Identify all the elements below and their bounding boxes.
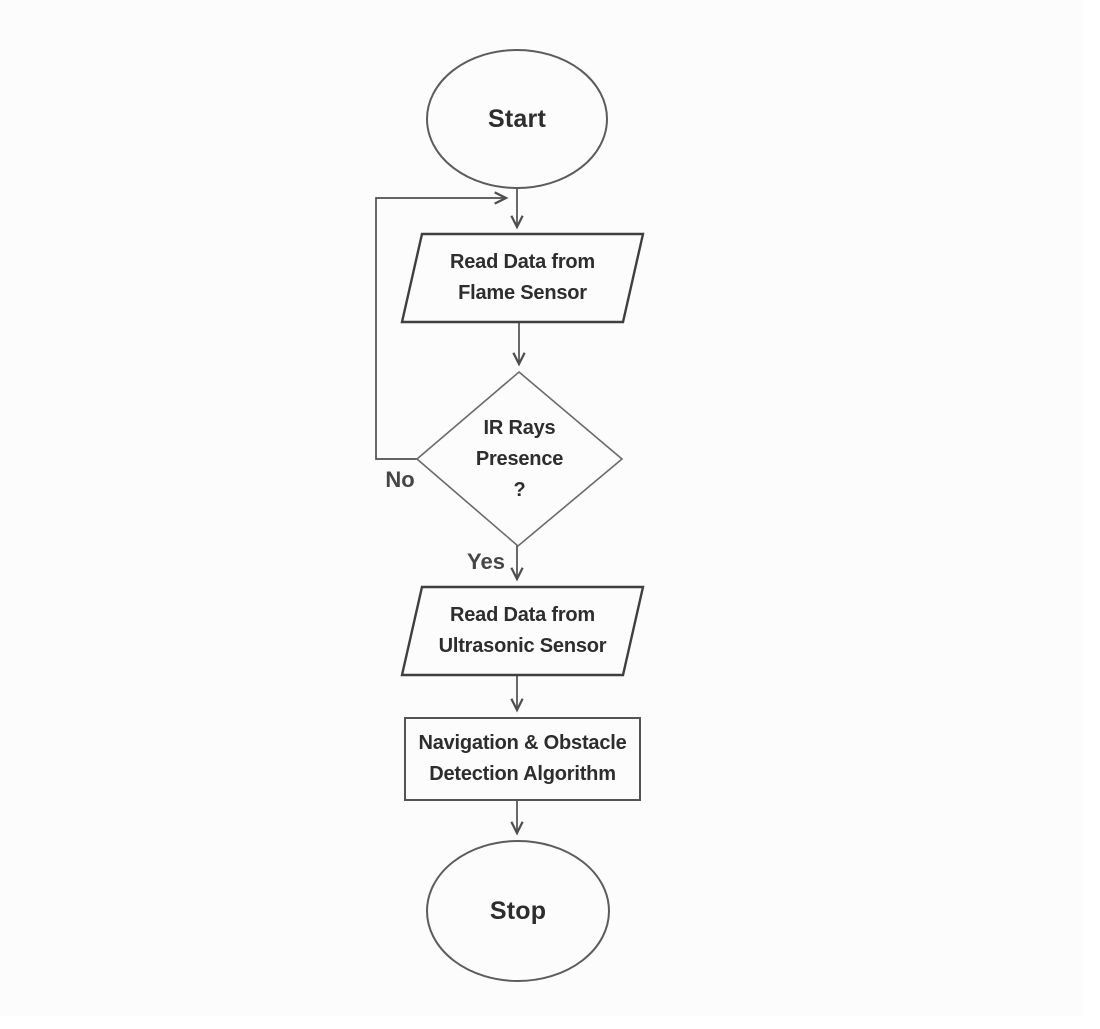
algorithm-process-shape [404,717,641,801]
read-flame-line-2: Flame Sensor [458,282,587,304]
read-ultrasonic-line-1: Read Data from [449,604,595,626]
decision-diamond-shape [415,370,624,548]
ir-decision-line-3: ? [513,479,526,501]
start-node-text: Start [488,104,546,133]
yes-branch-label: Yes [462,548,510,576]
no-branch-text: No [385,467,415,492]
edge-no-loopback [375,198,506,460]
stop-node-label: Stop [427,843,609,979]
ir-decision-line-1: IR Rays [483,417,556,439]
ir-decision-node-label: IR Rays Presence ? [417,413,622,506]
nav-obstacle-line-1: Navigation & Obstacle [418,732,627,754]
read-flame-node-label: Read Data from Flame Sensor [402,240,643,316]
start-terminator-shape [426,49,608,189]
flame-io-shape [400,232,645,324]
read-ultrasonic-node-label: Read Data from Ultrasonic Sensor [402,593,643,669]
stop-terminator-shape [426,840,610,982]
nav-obstacle-node-label: Navigation & Obstacle Detection Algorith… [405,727,640,791]
start-node-label: Start [427,52,607,186]
read-ultrasonic-line-2: Ultrasonic Sensor [438,635,607,657]
nav-obstacle-line-2: Detection Algorithm [429,763,616,785]
read-flame-line-1: Read Data from [449,251,595,273]
ir-decision-line-2: Presence [475,448,564,470]
yes-branch-text: Yes [467,549,505,574]
ultrasonic-io-shape [400,585,645,677]
no-branch-label: No [378,466,422,494]
stop-node-text: Stop [489,896,547,925]
